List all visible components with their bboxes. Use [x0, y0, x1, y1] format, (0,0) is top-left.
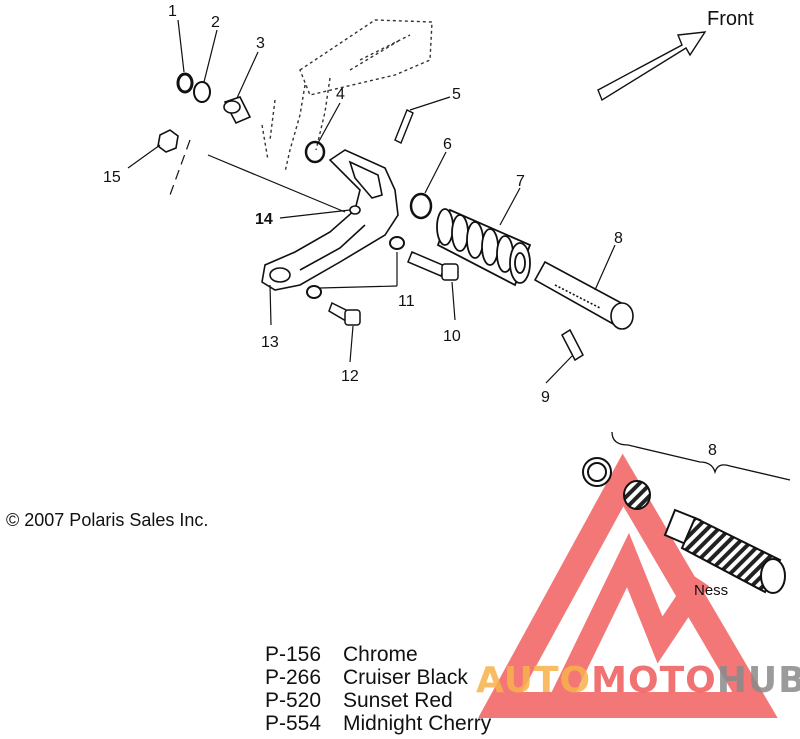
legend-row: P-156 Chrome	[265, 643, 491, 666]
color-code: P-520	[265, 689, 322, 712]
washer-part	[193, 81, 211, 103]
callout-1: 1	[168, 3, 177, 20]
bushing-part	[223, 96, 252, 125]
callout-numbers: 1 2 3 4 5 6 7 8 9 10 11 12 13 14 15 8	[103, 3, 717, 459]
legend-row: P-554 Midnight Cherry	[265, 712, 491, 735]
color-code-legend: P-156 Chrome P-266 Cruiser Black P-520 S…	[265, 643, 491, 735]
washer-part-11a	[389, 236, 405, 250]
callout-5: 5	[452, 86, 461, 103]
color-code: P-156	[265, 643, 322, 666]
leader-lines	[127, 19, 616, 384]
cotter-pin-part	[561, 328, 584, 362]
callout-13: 13	[261, 334, 279, 351]
watermark-part-auto: AUTO	[476, 660, 592, 701]
color-name: Midnight Cherry	[343, 712, 492, 735]
callout-4: 4	[336, 86, 345, 103]
watermark-part-hub: HUB	[716, 660, 800, 701]
callout-11: 11	[398, 293, 415, 310]
rubber-grip-part	[436, 208, 532, 287]
callout-12: 12	[341, 368, 359, 385]
color-name: Sunset Red	[343, 689, 453, 712]
frame-bracket-outline	[261, 19, 433, 173]
legend-row: P-520 Sunset Red	[265, 689, 491, 712]
color-code: P-266	[265, 666, 322, 689]
ness-label: Ness	[694, 582, 728, 599]
roll-pin-part	[394, 109, 414, 144]
callout-7: 7	[516, 173, 525, 190]
copyright-notice: © 2007 Polaris Sales Inc.	[6, 510, 209, 530]
legend-row: P-266 Cruiser Black	[265, 666, 491, 689]
front-arrow: Front	[597, 8, 754, 102]
washer-part-6	[409, 192, 433, 220]
bolt-part-12	[328, 301, 361, 326]
callout-3: 3	[256, 35, 265, 52]
callout-10: 10	[443, 328, 461, 345]
callout-8-detail: 8	[708, 442, 717, 459]
watermark-logo	[478, 453, 778, 718]
color-name: Chrome	[343, 643, 418, 666]
washer-part-4	[304, 140, 326, 164]
callout-8: 8	[614, 230, 623, 247]
nut-part	[157, 129, 179, 153]
assembly-lines	[169, 139, 398, 289]
color-name: Cruiser Black	[343, 666, 468, 689]
watermark-text: AUTOMOTOHUB	[476, 660, 800, 701]
washer-part-11b	[306, 285, 322, 299]
color-code: P-554	[265, 712, 322, 735]
callout-2: 2	[211, 14, 220, 31]
shift-lever-part	[261, 149, 399, 291]
peg-detail-assembly: Ness	[582, 431, 791, 599]
snap-ring-part	[176, 72, 194, 94]
callout-15: 15	[103, 169, 121, 186]
bolt-part-10	[407, 251, 459, 281]
shift-peg-part	[533, 260, 634, 330]
callout-9: 9	[541, 389, 550, 406]
watermark-part-moto: MOTO	[591, 660, 717, 701]
front-label: Front	[707, 8, 754, 30]
callout-6: 6	[443, 136, 452, 153]
callout-14: 14	[255, 211, 273, 228]
